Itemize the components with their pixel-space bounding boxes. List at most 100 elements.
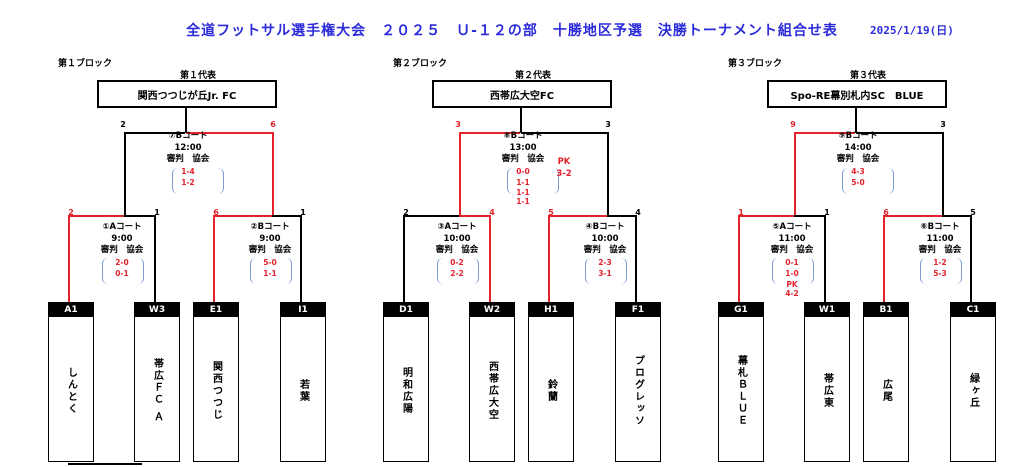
final-stem	[185, 106, 187, 132]
semi-result: 5-3	[933, 269, 947, 278]
semi-referee: 審判 協会	[583, 245, 627, 255]
winner-box: 関西つつじが丘Jr. FC	[97, 80, 277, 108]
semi-time: 9:00	[259, 233, 281, 244]
semi-right-drop	[489, 215, 491, 302]
final-right-score: 6	[270, 120, 276, 129]
semi-referee: 審判 協会	[770, 245, 814, 255]
block-label: 第１ブロック	[58, 59, 113, 69]
block-label: 第３ブロック	[728, 59, 783, 69]
final-right-arm	[521, 132, 609, 134]
final-time: 14:00	[844, 142, 872, 153]
semi-right-arm	[459, 215, 491, 217]
final-right-score: 3	[940, 120, 946, 129]
team-name: 広尾	[880, 379, 892, 403]
final-result: 1-1	[516, 187, 530, 197]
representative-label: 第２代表	[514, 71, 551, 81]
semi-right-score: 4	[489, 208, 495, 217]
semi-result: 2-2	[450, 269, 464, 278]
final-left-arm	[794, 132, 855, 134]
team-name: 緑ヶ丘	[967, 373, 979, 409]
final-result: 1-4	[181, 166, 195, 176]
winner-box: 西帯広大空FC	[432, 80, 612, 108]
semi-left-score: 6	[883, 208, 889, 217]
semi-left-drop	[738, 215, 740, 302]
final-result: 4-3	[851, 166, 865, 176]
team-name: 鈴蘭	[545, 379, 557, 403]
final-left-score: 9	[790, 120, 796, 129]
semi-result: 0-1	[785, 257, 799, 267]
final-result: 5-0	[851, 177, 865, 187]
footer-divider	[68, 463, 142, 465]
final-time: 12:00	[174, 142, 202, 153]
semi-time: 11:00	[926, 233, 954, 244]
final-right-arm	[856, 132, 944, 134]
final-left-arm	[124, 132, 185, 134]
semi-right-drop	[970, 215, 972, 302]
semi-left-arm	[403, 215, 460, 217]
semi-pk-score: 4-2	[785, 288, 799, 298]
final-results-bracket	[172, 168, 224, 194]
team-box: I1 若葉	[280, 302, 326, 462]
team-name: 関西つつじ	[210, 361, 222, 421]
final-time: 13:00	[509, 142, 537, 153]
final-right-drop	[942, 132, 944, 215]
final-result: 1-1	[516, 177, 530, 187]
final-referee: 審判 協会	[501, 154, 545, 164]
final-left-score: 3	[455, 120, 461, 129]
final-results-bracket	[842, 168, 894, 194]
semi-right-drop	[824, 215, 826, 302]
winner-name: Spo-RE幕別札内SC BLUE	[790, 90, 924, 102]
semi-results-bracket	[437, 258, 479, 284]
team-code: G1	[719, 303, 763, 317]
team-name: しんとく	[65, 367, 77, 415]
final-result: 1-1	[516, 196, 530, 206]
semi-right-arm	[124, 215, 156, 217]
final-right-arm	[186, 132, 274, 134]
final-court: ⑧Bコート	[503, 131, 543, 141]
semi-left-score: 1	[738, 208, 744, 217]
semi-time: 10:00	[591, 233, 619, 244]
semi-left-drop	[68, 215, 70, 302]
semi-right-score: 4	[635, 208, 641, 217]
team-name: 西帯広大空	[486, 361, 498, 421]
semi-left-drop	[883, 215, 885, 302]
semi-left-arm	[738, 215, 795, 217]
semi-result: 1-2	[933, 257, 947, 267]
team-code: W3	[135, 303, 179, 317]
semi-results-bracket	[585, 258, 627, 284]
semi-time: 9:00	[111, 233, 133, 244]
semi-results-bracket	[102, 258, 144, 284]
team-box: G1 幕札ＢＬＵＥ	[718, 302, 764, 462]
semi-referee: 審判 協会	[100, 245, 144, 255]
team-code: D1	[384, 303, 428, 317]
final-court: ⑦Bコート	[168, 131, 208, 141]
final-left-arm	[459, 132, 520, 134]
team-code: W1	[805, 303, 849, 317]
semi-referee: 審判 協会	[918, 245, 962, 255]
team-code: I1	[281, 303, 325, 317]
team-code: H1	[529, 303, 573, 317]
semi-left-arm	[68, 215, 125, 217]
semi-result: 5-0	[263, 257, 277, 267]
final-left-drop	[794, 132, 796, 215]
final-referee: 審判 協会	[836, 154, 880, 164]
final-right-drop	[607, 132, 609, 215]
team-name: 若葉	[297, 379, 309, 403]
semi-left-arm	[213, 215, 273, 217]
final-right-score: 3	[605, 120, 611, 129]
semi-time: 10:00	[443, 233, 471, 244]
team-code: A1	[49, 303, 93, 317]
semi-court: ⑥Bコート	[920, 222, 960, 232]
team-name: 幕札ＢＬＵＥ	[735, 355, 747, 427]
